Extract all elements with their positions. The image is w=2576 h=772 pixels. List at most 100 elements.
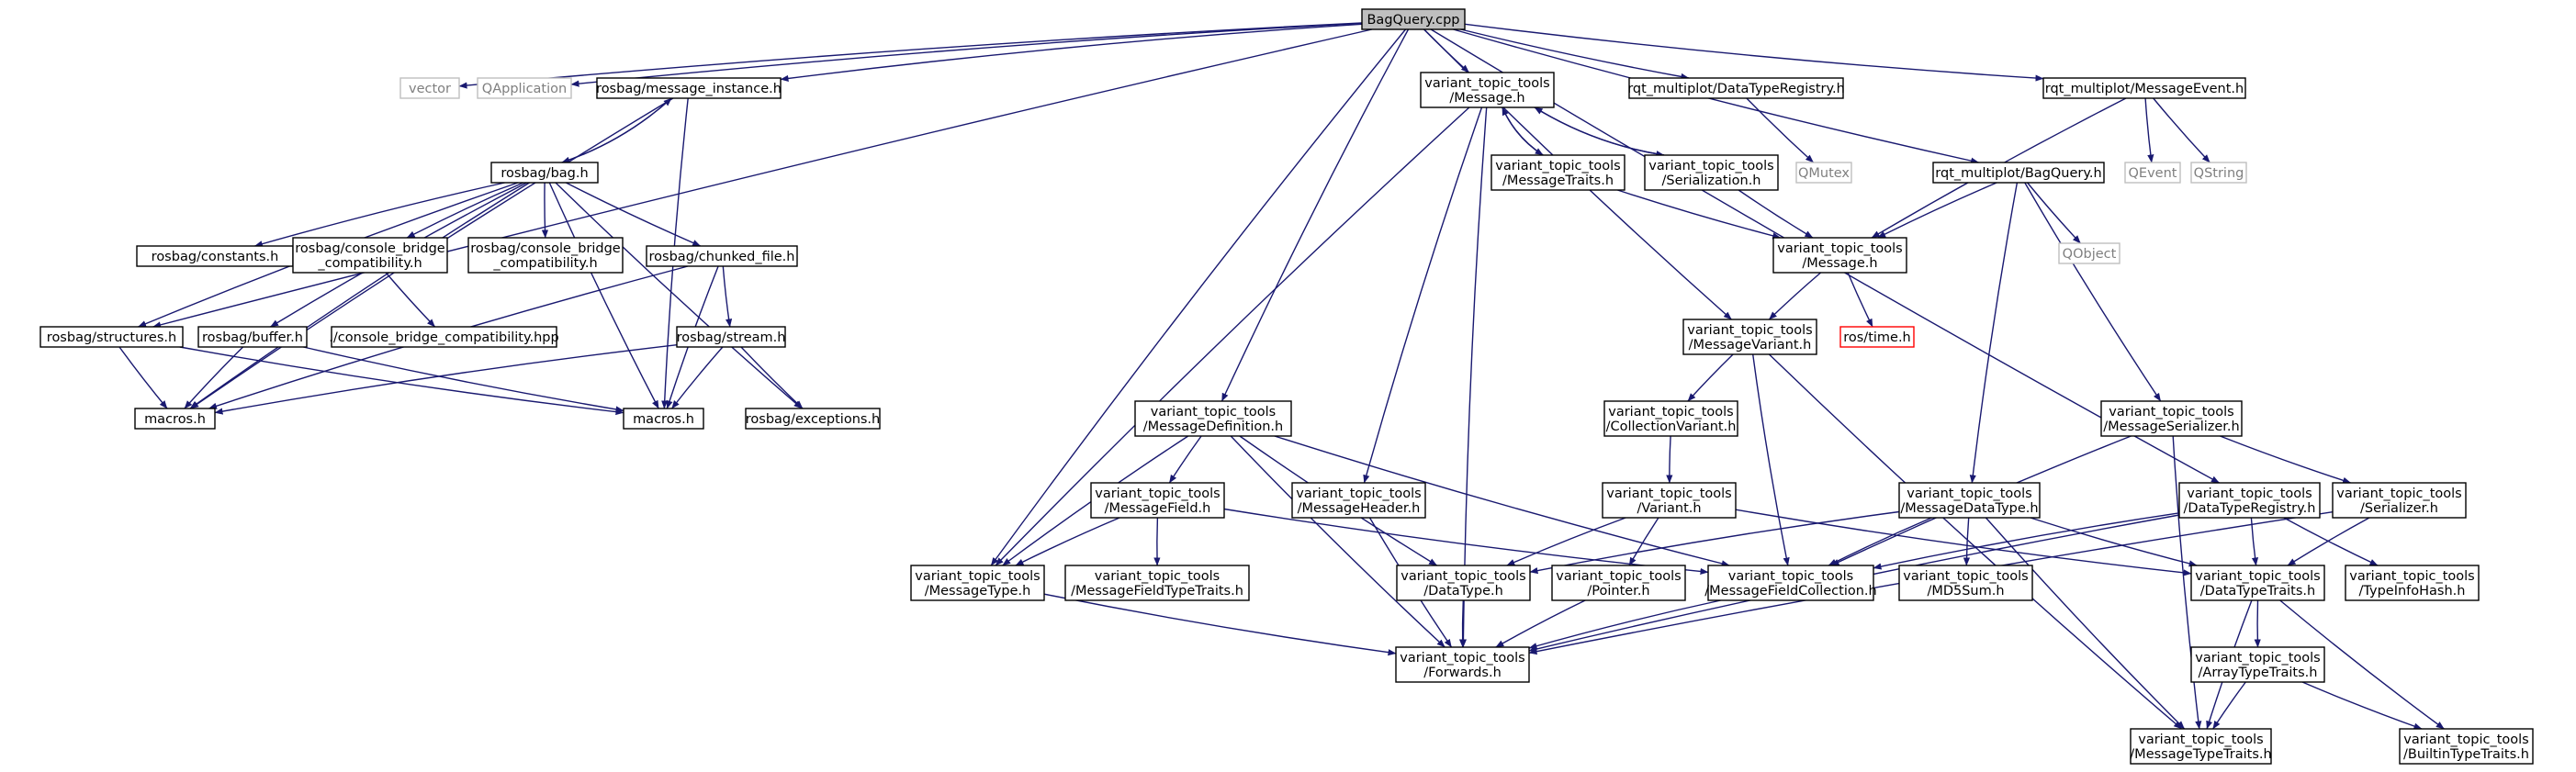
node-vtt_mfc[interactable]: variant_topic_tools/MessageFieldCollecti… bbox=[1704, 565, 1877, 601]
edge-rqt_bq-to-vtt_message_h2 bbox=[1877, 182, 1997, 239]
node-label: QString bbox=[2194, 166, 2244, 181]
node-cbc_h[interactable]: rosbag/console_bridge_compatibility.h bbox=[292, 237, 448, 274]
node-label: variant_topic_tools bbox=[1687, 323, 1813, 338]
node-vtt_mtt[interactable]: variant_topic_tools/MessageTypeTraits.h bbox=[2130, 728, 2272, 765]
node-label: /Serializer.h bbox=[2360, 501, 2438, 516]
node-box bbox=[2345, 565, 2480, 601]
node-box bbox=[1603, 400, 1738, 437]
node-cbc_hpp[interactable]: ./console_bridge_compatibility.hpp bbox=[329, 326, 559, 348]
node-label: _compatibility.h bbox=[492, 256, 597, 271]
node-message_instance[interactable]: rosbag/message_instance.h bbox=[596, 77, 782, 99]
node-label: variant_topic_tools bbox=[1400, 569, 1526, 584]
node-chunked_file[interactable]: rosbag/chunked_file.h bbox=[646, 245, 798, 267]
node-vtt_msgdatatype[interactable]: variant_topic_tools/MessageDataType.h bbox=[1898, 482, 2041, 519]
node-vtt_collvariant[interactable]: variant_topic_tools/CollectionVariant.h bbox=[1603, 400, 1738, 437]
node-box bbox=[1602, 482, 1737, 519]
node-label: variant_topic_tools bbox=[2138, 733, 2264, 747]
edge-vtt_message_h-to-vtt_msgtype bbox=[995, 106, 1470, 566]
node-label: /MD5Sum.h bbox=[1927, 584, 2004, 599]
node-qobject: QObject bbox=[2058, 242, 2120, 264]
edges bbox=[118, 22, 2445, 730]
node-vtt_mftt[interactable]: variant_topic_tools/MessageFieldTypeTrai… bbox=[1064, 565, 1250, 601]
node-vtt_msgdef[interactable]: variant_topic_tools/MessageDefinition.h bbox=[1134, 400, 1292, 437]
node-label: _compatibility.h bbox=[317, 256, 422, 271]
edge-bag_h-to-message_instance bbox=[561, 97, 672, 163]
edge-bag_h-to-macros_a bbox=[189, 182, 530, 409]
edge-vtt_msgdef-to-vtt_forwards bbox=[1230, 435, 1445, 648]
edge-chunked_file-to-stream bbox=[722, 265, 733, 328]
node-box bbox=[1134, 400, 1292, 437]
node-vtt_msgserializer[interactable]: variant_topic_tools/MessageSerializer.h bbox=[2100, 400, 2243, 437]
node-box bbox=[467, 237, 624, 274]
node-box bbox=[1707, 565, 1874, 601]
node-exceptions[interactable]: rosbag/exceptions.h bbox=[745, 408, 881, 430]
node-box bbox=[2190, 565, 2325, 601]
node-vtt_msgfield[interactable]: variant_topic_tools/MessageField.h bbox=[1090, 482, 1225, 519]
node-vtt_att[interactable]: variant_topic_tools/ArrayTypeTraits.h bbox=[2190, 646, 2325, 683]
node-label: rosbag/constants.h bbox=[152, 250, 279, 264]
edge-vtt_msgdatatype-to-vtt_datatype bbox=[1529, 510, 1900, 575]
node-box bbox=[2399, 728, 2534, 765]
node-vtt_tih[interactable]: variant_topic_tools/TypeInfoHash.h bbox=[2345, 565, 2480, 601]
edge-vtt_msgdatatype-to-vtt_mtt bbox=[1985, 517, 2186, 730]
node-vtt_dtt[interactable]: variant_topic_tools/DataTypeTraits.h bbox=[2190, 565, 2325, 601]
edge-vtt_msgtype-to-vtt_forwards bbox=[1043, 593, 1397, 656]
node-vtt_dtr[interactable]: variant_topic_tools/DataTypeRegistry.h bbox=[2178, 482, 2321, 519]
node-label: variant_topic_tools bbox=[2109, 405, 2234, 420]
node-rqt_dtr[interactable]: rqt_multiplot/DataTypeRegistry.h bbox=[1627, 77, 1845, 99]
node-box bbox=[2178, 482, 2321, 519]
edge-vtt_msgdef-to-vtt_mfc bbox=[1274, 435, 1730, 567]
node-vtt_md5[interactable]: variant_topic_tools/MD5Sum.h bbox=[1898, 565, 2033, 601]
node-box bbox=[1064, 565, 1250, 601]
node-ros_time[interactable]: ros/time.h bbox=[1839, 326, 1915, 348]
node-bag_h[interactable]: rosbag/bag.h bbox=[490, 162, 599, 184]
node-label: variant_topic_tools bbox=[1903, 569, 2029, 584]
node-vtt_serialization[interactable]: variant_topic_tools/Serialization.h bbox=[1644, 154, 1779, 191]
node-buffer[interactable]: rosbag/buffer.h bbox=[197, 326, 308, 348]
node-label: macros.h bbox=[633, 412, 694, 427]
node-vtt_datatype[interactable]: variant_topic_tools/DataType.h bbox=[1396, 565, 1531, 601]
node-cbc_h2[interactable]: rosbag/console_bridge_compatibility.h bbox=[467, 237, 624, 274]
node-macros_a[interactable]: macros.h bbox=[134, 408, 216, 430]
node-box bbox=[39, 326, 184, 348]
node-box bbox=[1395, 646, 1530, 683]
node-label: vector bbox=[409, 82, 451, 96]
node-vtt_msgtraits[interactable]: variant_topic_tools/MessageTraits.h bbox=[1490, 154, 1625, 191]
node-box bbox=[1795, 162, 1852, 184]
node-vtt_pointer[interactable]: variant_topic_tools/Pointer.h bbox=[1551, 565, 1686, 601]
node-label: variant_topic_tools bbox=[1556, 569, 1682, 584]
edge-vtt_msgdatatype-to-vtt_mfc bbox=[1828, 517, 1932, 566]
edge-vtt_mfc-to-vtt_forwards bbox=[1528, 599, 1721, 650]
node-vtt_variant[interactable]: variant_topic_tools/Variant.h bbox=[1602, 482, 1737, 519]
edge-vtt_msgtraits-to-vtt_message_h bbox=[1502, 106, 1544, 156]
node-vtt_message_h2[interactable]: variant_topic_tools/Message.h bbox=[1772, 237, 1907, 274]
node-box bbox=[1839, 326, 1915, 348]
node-label: BagQuery.cpp bbox=[1367, 13, 1459, 28]
node-rqt_me[interactable]: rqt_multiplot/MessageEvent.h bbox=[2042, 77, 2246, 99]
edge-vtt_dtt-to-vtt_btt bbox=[2279, 599, 2445, 730]
edge-vtt_msgdatatype-to-vtt_dtt bbox=[2030, 517, 2198, 567]
node-label: /Serialization.h bbox=[1661, 173, 1760, 188]
edge-vtt_variant-to-vtt_pointer bbox=[1628, 517, 1659, 566]
node-bagquery_cpp[interactable]: BagQuery.cpp bbox=[1361, 8, 1466, 30]
edge-vtt_dtr-to-vtt_dtt bbox=[2250, 517, 2259, 566]
node-box bbox=[1361, 8, 1466, 30]
node-vtt_msgtype[interactable]: variant_topic_tools/MessageType.h bbox=[910, 565, 1045, 601]
node-constants[interactable]: rosbag/constants.h bbox=[136, 245, 294, 267]
node-vtt_msgheader[interactable]: variant_topic_tools/MessageHeader.h bbox=[1291, 482, 1426, 519]
edge-bagquery_cpp-to-message_instance bbox=[780, 23, 1363, 83]
node-structures[interactable]: rosbag/structures.h bbox=[39, 326, 184, 348]
node-vtt_btt[interactable]: variant_topic_tools/BuiltinTypeTraits.h bbox=[2399, 728, 2534, 765]
node-vtt_msgvariant[interactable]: variant_topic_tools/MessageVariant.h bbox=[1682, 319, 1817, 355]
edge-vtt_msgtraits-to-vtt_message_h2 bbox=[1617, 189, 1782, 240]
node-vtt_message_h[interactable]: variant_topic_tools/Message.h bbox=[1420, 72, 1555, 108]
node-rqt_bq[interactable]: rqt_multiplot/BagQuery.h bbox=[1932, 162, 2105, 184]
node-stream[interactable]: rosbag/stream.h bbox=[676, 326, 786, 348]
edge-stream-to-macros_b bbox=[671, 346, 724, 409]
node-macros_b[interactable]: macros.h bbox=[623, 408, 704, 430]
node-vtt_serializer[interactable]: variant_topic_tools/Serializer.h bbox=[2332, 482, 2467, 519]
node-box bbox=[676, 326, 786, 348]
node-vtt_forwards[interactable]: variant_topic_tools/Forwards.h bbox=[1395, 646, 1530, 683]
